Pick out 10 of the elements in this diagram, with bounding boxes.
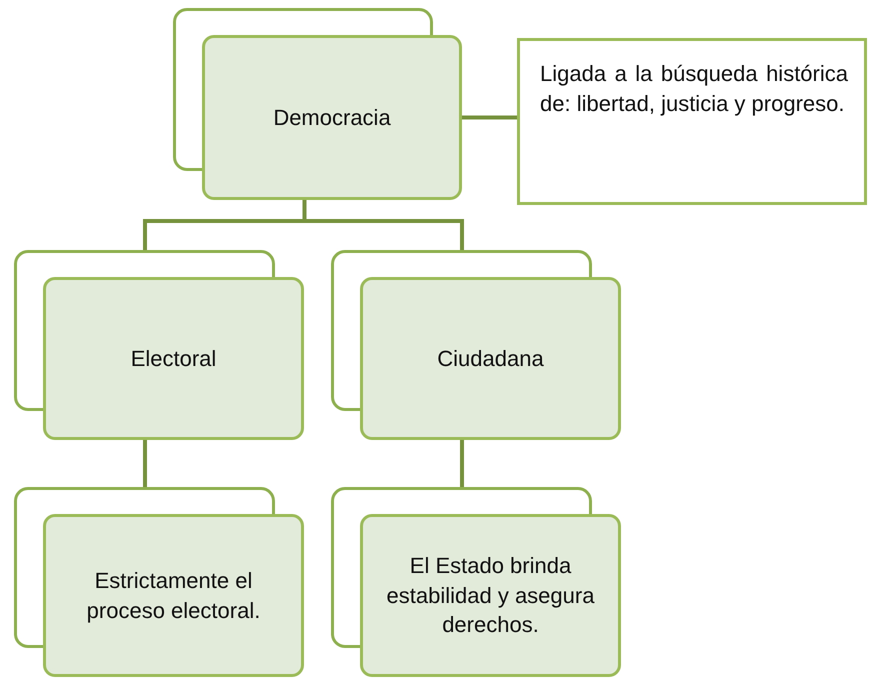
connector-line [462, 116, 517, 120]
node-text: Democracia [273, 104, 391, 132]
node-text: Ligada a la búsqueda histórica de: libertad, justicia y progreso. [540, 60, 848, 118]
node-text: Electoral [130, 344, 216, 373]
node-text: Ciudadana [437, 344, 544, 373]
note-box [517, 38, 867, 205]
connector-line [460, 440, 464, 487]
connector-line [143, 440, 147, 487]
node-text: Estrictamente el proceso electoral. [86, 566, 262, 625]
node-text: El Estado brinda estabilidad y asegura derechos. [386, 552, 596, 640]
